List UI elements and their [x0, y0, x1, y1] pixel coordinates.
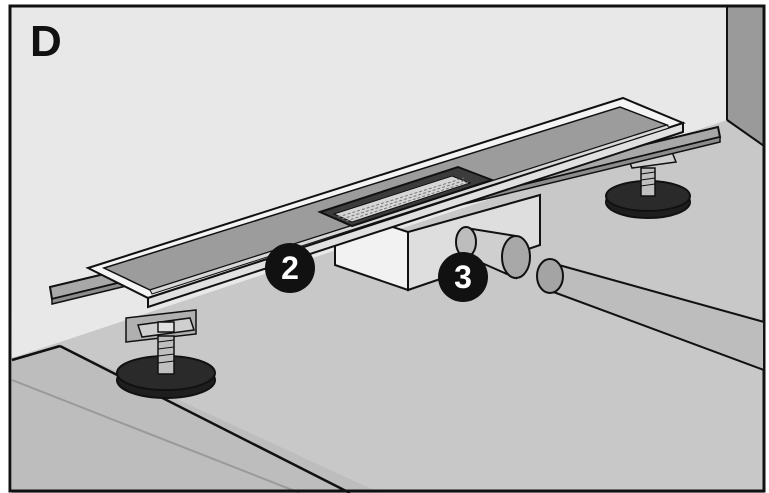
floor-edge-shade [11, 379, 301, 493]
floor-edge-line [59, 344, 351, 493]
panel-border [8, 4, 766, 493]
waste-pipe [536, 258, 765, 372]
floor-line [11, 344, 61, 362]
outlet-spigot [455, 226, 531, 280]
callout-3-number: 3 [454, 259, 472, 295]
leveling-foot-right [605, 151, 691, 219]
drain-grate [317, 165, 495, 228]
callout-3-badge [438, 252, 488, 302]
panel-letter: D [30, 17, 62, 66]
floor [12, 120, 764, 493]
leveling-foot-left [116, 309, 216, 399]
wall-corner-line [726, 119, 765, 147]
callout-2-number: 2 [281, 250, 299, 286]
callout-2: 2 [265, 243, 315, 293]
floor-edge-band [12, 345, 380, 493]
callout-3: 3 [438, 252, 488, 302]
callout-2-badge [265, 243, 315, 293]
